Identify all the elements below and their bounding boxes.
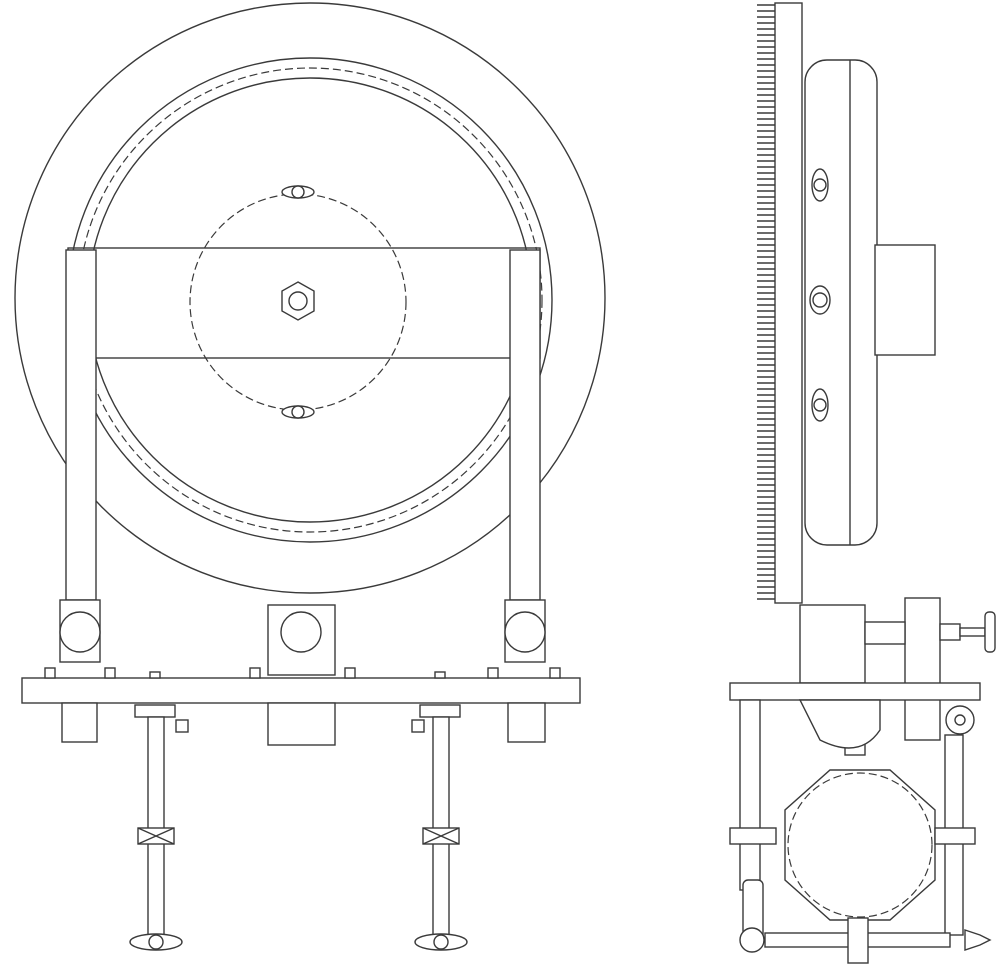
- right-post-stub: [507, 702, 546, 743]
- side-clamp-block: [799, 604, 866, 684]
- pipe-dashed: [787, 772, 933, 918]
- right-rod-clamp: [934, 827, 976, 845]
- right-leg: [411, 704, 468, 951]
- pivot-top: [945, 705, 975, 735]
- center-knob: [280, 611, 322, 653]
- side-view: [729, 2, 996, 964]
- side-upright: [904, 597, 941, 741]
- center-bolt: [288, 291, 308, 311]
- clamp-bracket: [798, 699, 881, 749]
- side-knob: [939, 611, 996, 653]
- center-nut: [281, 281, 315, 321]
- front-view: [14, 2, 606, 951]
- wing-nut-top: [281, 185, 315, 199]
- pivot-bottom: [739, 927, 765, 953]
- pipe-octagon: [784, 769, 936, 921]
- wing-nut-bottom: [281, 405, 315, 419]
- dashed-ring: [77, 67, 543, 533]
- tip: [964, 929, 992, 951]
- side-bolt: [864, 621, 906, 645]
- left-post-stub: [61, 702, 98, 743]
- mounting-board: [774, 2, 803, 604]
- left-rod-clamp: [729, 827, 777, 845]
- bottom-clamp: [847, 917, 869, 964]
- side-wing-nuts: [809, 168, 831, 422]
- center-stub: [267, 702, 336, 746]
- outer-wheel: [14, 2, 606, 594]
- side-base-plate: [729, 682, 981, 701]
- plate-bolts: [44, 667, 561, 679]
- left-knob: [59, 611, 101, 653]
- left-post: [65, 249, 97, 601]
- left-leg: [129, 704, 189, 951]
- base-plate: [21, 677, 581, 704]
- side-block: [874, 244, 936, 356]
- right-knob: [504, 611, 546, 653]
- left-rod: [739, 699, 761, 891]
- scale-ruler: [757, 4, 775, 600]
- right-post: [509, 249, 541, 601]
